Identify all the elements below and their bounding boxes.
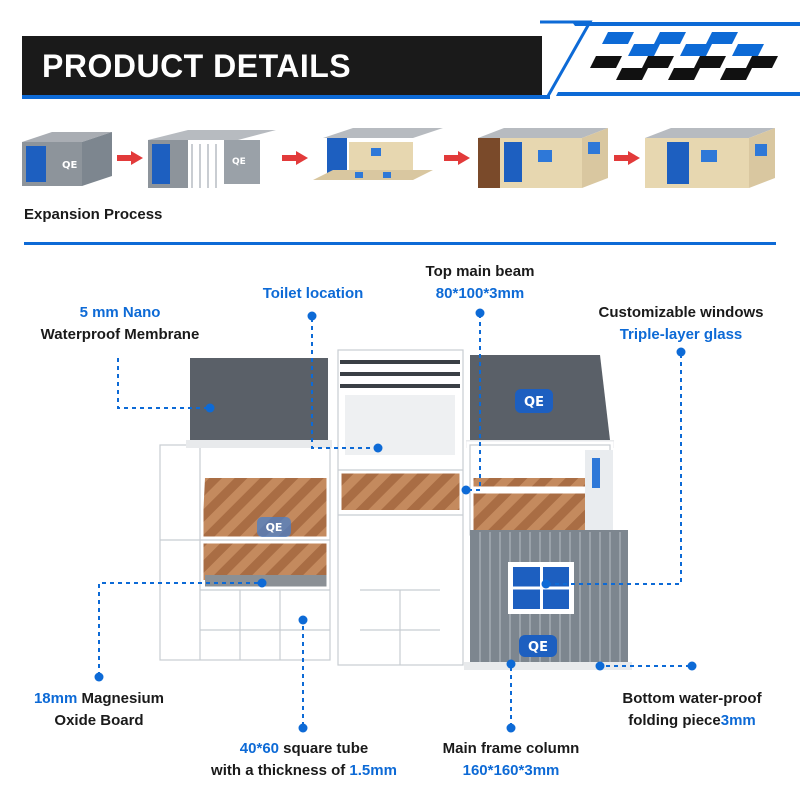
tube-thickness-label: with a thickness of <box>211 762 350 779</box>
expansion-stage-3-image <box>313 128 443 180</box>
callout-beam: Top main beam 80*100*3mm <box>400 261 560 305</box>
folding-piece-label: folding piece <box>628 712 721 729</box>
tube-size: 40*60 <box>239 740 280 757</box>
folding-thickness: 3mm <box>720 712 756 729</box>
svg-text:QE: QE <box>528 640 548 655</box>
header-underline <box>22 95 550 99</box>
callout-membrane: 5 mm Nano Waterproof Membrane <box>22 302 218 346</box>
svg-text:QE: QE <box>232 157 246 167</box>
callout-windows: Customizable windows Triple-layer glass <box>580 302 782 346</box>
svg-text:QE: QE <box>62 160 78 171</box>
callout-toilet: Toilet location <box>248 283 378 305</box>
arrow-icon <box>614 151 640 165</box>
brand-logo-wall: QE <box>519 635 557 657</box>
brand-logo-roof: QE <box>515 389 553 413</box>
roof-vent <box>340 360 460 388</box>
board-material-b: Oxide Board <box>54 712 144 729</box>
tube-label: square tube <box>279 740 369 757</box>
page-title: PRODUCT DETAILS <box>42 48 352 84</box>
beam-size: 80*100*3mm <box>435 285 525 302</box>
column-label: Main frame column <box>442 740 580 757</box>
board-material-a: Magnesium <box>77 690 165 707</box>
callout-tube: 40*60 square tube with a thickness of 1.… <box>188 738 420 782</box>
callout-board: 18mm Magnesium Oxide Board <box>16 688 182 732</box>
svg-text:QE: QE <box>524 395 544 410</box>
roof-left <box>190 358 328 440</box>
checker-pattern <box>590 32 778 80</box>
toilet-label: Toilet location <box>262 285 364 302</box>
callout-column: Main frame column 160*160*3mm <box>426 738 596 782</box>
tube-thickness: 1.5mm <box>349 762 397 779</box>
folding-label: Bottom water-proof <box>622 690 762 707</box>
header-banner: PRODUCT DETAILS <box>22 36 542 96</box>
expansion-stage-4-image <box>478 128 608 188</box>
windows-label: Customizable windows <box>598 304 764 321</box>
arrow-icon <box>282 151 308 165</box>
expansion-stage-2-image: QE <box>148 130 276 188</box>
toilet-room <box>345 395 455 455</box>
callout-folding: Bottom water-proof folding piece3mm <box>604 688 780 732</box>
expansion-process-label: Expansion Process <box>24 206 163 223</box>
header-decoration <box>540 20 800 97</box>
brand-logo-floor: QE <box>257 517 291 537</box>
expansion-stage-5-image <box>645 128 775 188</box>
floor-center <box>340 470 460 510</box>
expansion-stage-1-image: QE <box>22 132 112 186</box>
column-size: 160*160*3mm <box>462 762 560 779</box>
arrow-icon <box>117 151 143 165</box>
magnesium-board-edge <box>205 575 330 589</box>
svg-text:QE: QE <box>266 521 283 534</box>
board-thickness: 18mm <box>33 690 78 707</box>
beam-label: Top main beam <box>425 263 535 280</box>
membrane-thickness: 5 mm Nano <box>79 304 161 321</box>
membrane-label: Waterproof Membrane <box>40 326 200 343</box>
windows-glass: Triple-layer glass <box>619 326 743 343</box>
arrow-icon <box>444 151 470 165</box>
section-divider <box>24 242 776 245</box>
